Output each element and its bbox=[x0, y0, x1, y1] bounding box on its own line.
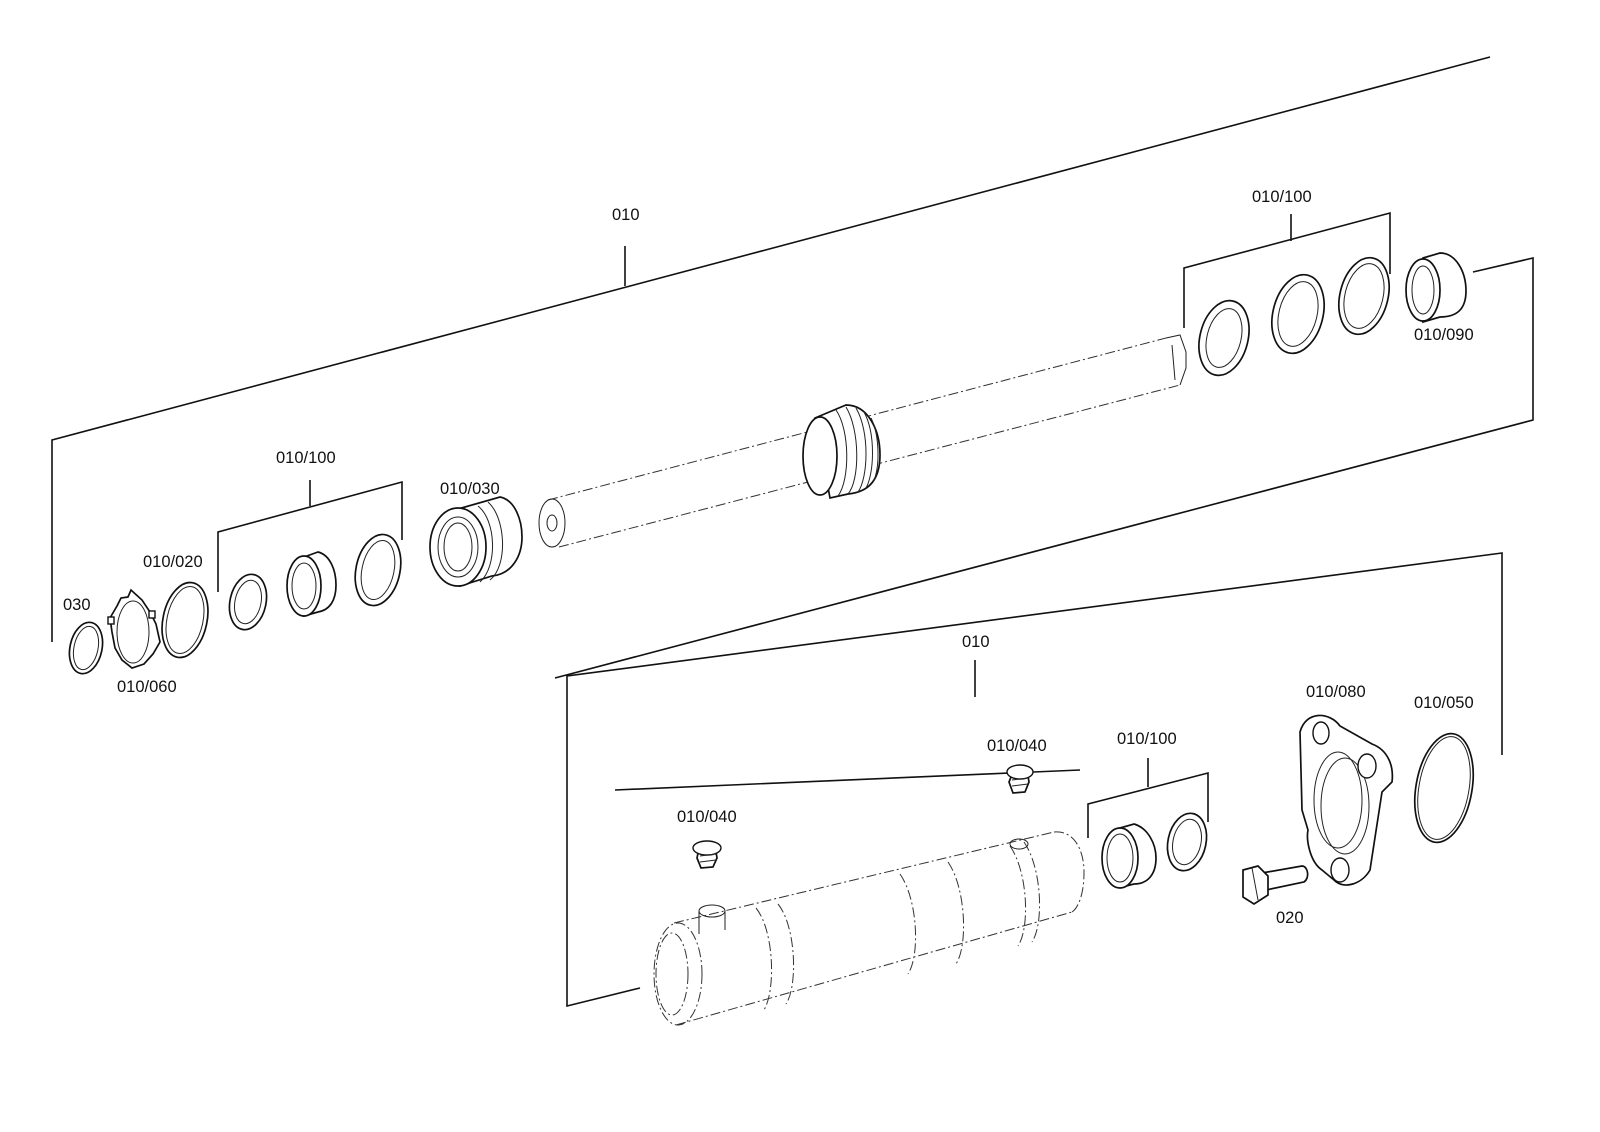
callout-lock-ring: 010/060 bbox=[117, 678, 177, 696]
vent-plug-right: 010/040 bbox=[987, 737, 1047, 794]
callout-piston-seal: 010/030 bbox=[440, 480, 500, 498]
piston bbox=[802, 404, 881, 500]
callout-lower-seal-kit: 010/100 bbox=[1117, 730, 1177, 748]
callout-vent-plug-right: 010/040 bbox=[987, 737, 1047, 755]
upper-left-rings bbox=[228, 533, 402, 631]
callout-upper-bushing: 010/090 bbox=[1414, 326, 1474, 344]
callout-retaining-ring: 030 bbox=[63, 596, 91, 614]
lock-ring: 010/060 bbox=[107, 588, 177, 696]
piston-seal: 010/030 bbox=[429, 480, 523, 588]
upper-assembly-bracket: 010 bbox=[51, 56, 1534, 679]
o-ring: 010/050 bbox=[1413, 694, 1475, 844]
upper-seal-kit-right-bracket: 010/100 bbox=[1183, 188, 1391, 328]
ring-b bbox=[286, 551, 337, 618]
ring-3 bbox=[1338, 256, 1390, 336]
flange: 010/080 bbox=[1299, 683, 1394, 886]
lower-rings bbox=[1101, 812, 1208, 889]
callout-o-ring: 010/050 bbox=[1414, 694, 1474, 712]
cylinder-barrel bbox=[653, 831, 1085, 1026]
callout-wiper: 010/020 bbox=[143, 553, 203, 571]
piston-rod bbox=[538, 334, 1187, 548]
vent-plug-left: 010/040 bbox=[677, 808, 737, 869]
callout-upper-seal-kit-left: 010/100 bbox=[276, 449, 336, 467]
lower-assembly-bracket: 010 bbox=[566, 552, 1503, 1008]
ring-a bbox=[228, 573, 268, 631]
lower-ring-1 bbox=[1101, 823, 1157, 889]
lower-seal-kit-bracket: 010/100 bbox=[1087, 730, 1209, 838]
upper-right-rings: 010/090 bbox=[1198, 252, 1474, 377]
bolt: 020 bbox=[1242, 865, 1309, 927]
ring-2 bbox=[1271, 273, 1325, 355]
upper-bushing bbox=[1405, 252, 1467, 324]
callout-vent-plug-left: 010/040 bbox=[677, 808, 737, 826]
callout-upper-seal-kit-right: 010/100 bbox=[1252, 188, 1312, 206]
callout-bolt: 020 bbox=[1276, 909, 1304, 927]
callout-upper-assembly: 010 bbox=[612, 206, 640, 224]
callout-lower-assembly: 010 bbox=[962, 633, 990, 651]
callout-flange: 010/080 bbox=[1306, 683, 1366, 701]
lower-ring-2 bbox=[1166, 812, 1208, 872]
retaining-ring: 030 bbox=[63, 596, 104, 675]
wiper: 010/020 bbox=[143, 553, 209, 659]
ring-1 bbox=[1198, 299, 1250, 377]
upper-seal-kit-left-bracket: 010/100 bbox=[217, 449, 403, 592]
ring-c bbox=[354, 533, 402, 607]
